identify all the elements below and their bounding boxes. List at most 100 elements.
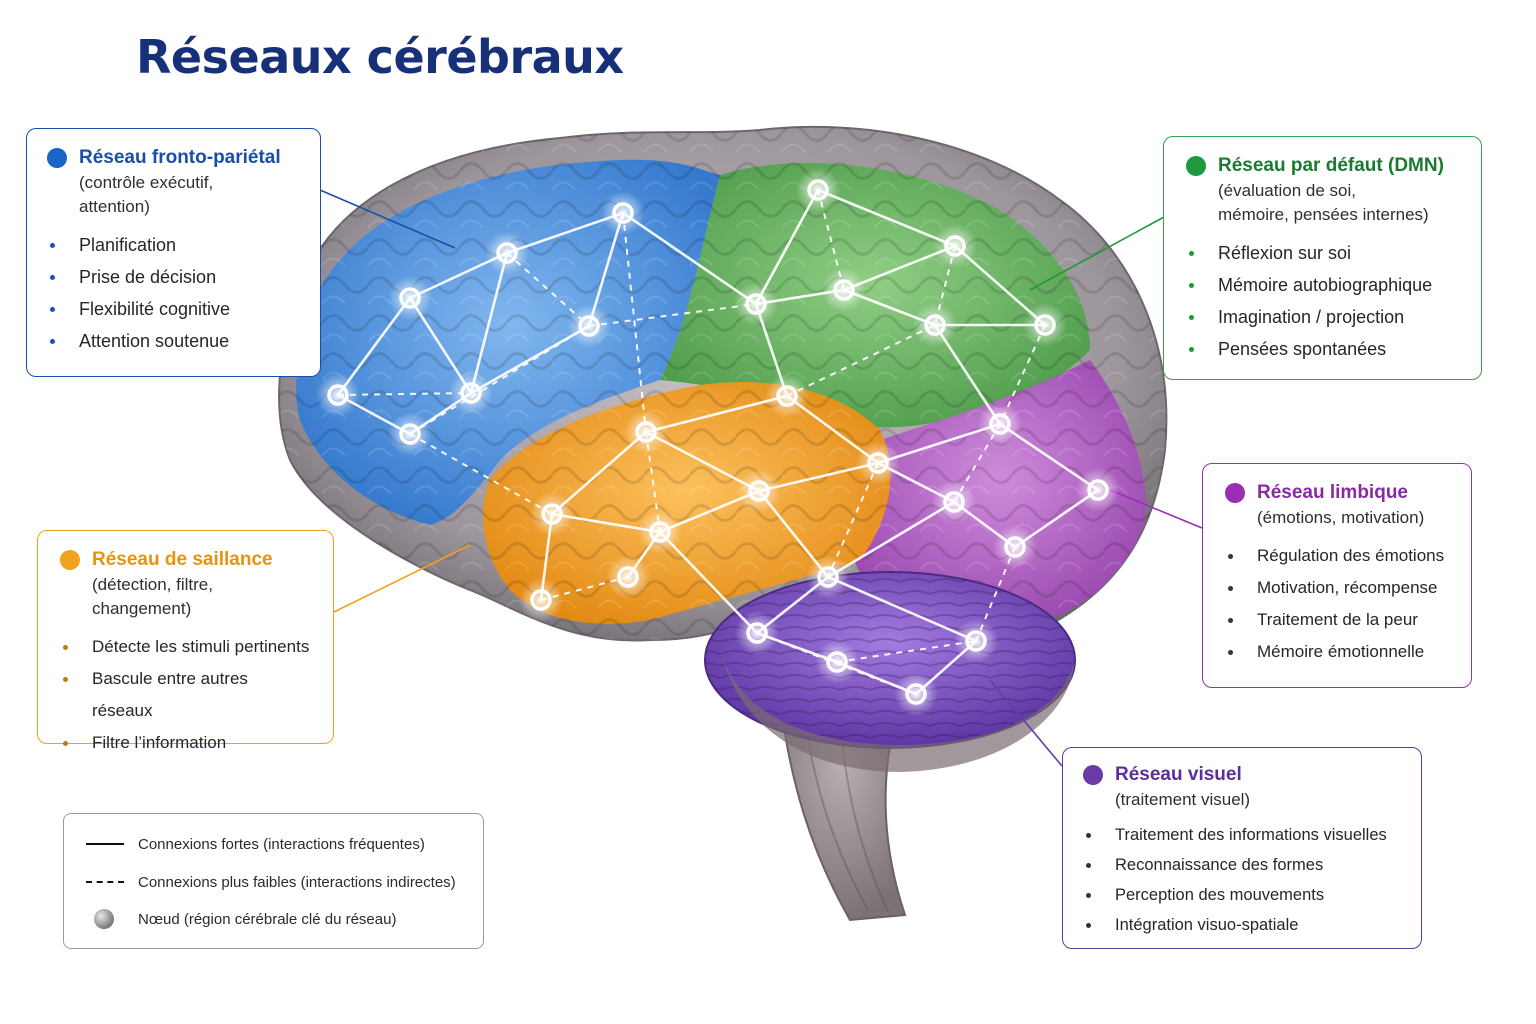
list-item: Pensées spontanées — [1186, 333, 1459, 365]
network-box-visuel: Réseau visuel (traitement visuel) Traite… — [1062, 747, 1422, 949]
network-name: Réseau visuel — [1115, 764, 1242, 785]
network-node — [867, 452, 889, 474]
node-glow — [765, 374, 809, 418]
node-glow — [388, 412, 432, 456]
node-glow — [993, 525, 1037, 569]
list-item: Traitement de la peur — [1225, 604, 1449, 636]
legend: Connexions fortes (interactions fréquent… — [63, 813, 484, 949]
network-node — [1004, 536, 1026, 558]
network-node — [748, 480, 770, 502]
legend-strong: Connexions fortes (interactions fréquent… — [86, 832, 425, 856]
list-item: Reconnaissance des formes — [1083, 850, 1401, 880]
node-glow — [1076, 468, 1120, 512]
node-glow — [954, 619, 998, 663]
node-glow — [796, 168, 840, 212]
list-item: Perception des mouvements — [1083, 880, 1401, 910]
node-glow — [567, 304, 611, 348]
node-icon — [94, 909, 114, 929]
list-item: Motivation, récompense — [1225, 572, 1449, 604]
network-node — [578, 315, 600, 337]
list-item: Filtre l’information — [60, 727, 311, 759]
network-node — [965, 630, 987, 652]
list-item: Bascule entre autres réseaux — [60, 663, 311, 727]
network-node — [817, 566, 839, 588]
list-item: Mémoire autobiographique — [1186, 269, 1459, 301]
network-node — [530, 589, 552, 611]
node-glow — [737, 469, 781, 513]
network-box-limbique: Réseau limbique (émotions, motivation) R… — [1202, 463, 1472, 688]
network-box-dmn: Réseau par défaut (DMN) (évaluation de s… — [1163, 136, 1482, 380]
node-glow — [624, 410, 668, 454]
network-node — [905, 683, 927, 705]
node-glow — [822, 268, 866, 312]
network-node — [399, 287, 421, 309]
node-glow — [978, 402, 1022, 446]
list-item: Détecte les stimuli pertinents — [60, 631, 311, 663]
list-item: Mémoire émotionnelle — [1225, 636, 1449, 668]
node-glow — [913, 303, 957, 347]
network-node — [943, 491, 965, 513]
page-title: Réseaux cérébraux — [136, 30, 624, 84]
network-node — [496, 242, 518, 264]
network-node — [399, 423, 421, 445]
node-glow — [530, 492, 574, 536]
node-glow — [806, 555, 850, 599]
network-name: Réseau limbique — [1257, 482, 1408, 503]
node-glow — [815, 640, 859, 684]
network-box-saillance: Réseau de saillance (détection, filtre, … — [37, 530, 334, 752]
list-item: Flexibilité cognitive — [47, 293, 300, 325]
network-node — [833, 279, 855, 301]
node-glow — [734, 282, 778, 326]
node-glow — [449, 371, 493, 415]
node-glow — [894, 672, 938, 716]
list-item: Intégration visuo-spatiale — [1083, 910, 1401, 940]
network-node — [1034, 314, 1056, 336]
visuel-dot-icon — [1083, 765, 1103, 785]
node-glow — [388, 276, 432, 320]
network-node — [649, 521, 671, 543]
network-node — [1087, 479, 1109, 501]
network-node — [460, 382, 482, 404]
network-node — [746, 622, 768, 644]
network-node — [745, 293, 767, 315]
dmn-dot-icon — [1186, 156, 1206, 176]
node-glow — [933, 224, 977, 268]
node-glow — [485, 231, 529, 275]
limbique-dot-icon — [1225, 483, 1245, 503]
list-item: Régulation des émotions — [1225, 540, 1449, 572]
network-node — [944, 235, 966, 257]
network-node — [989, 413, 1011, 435]
network-name: Réseau par défaut (DMN) — [1218, 155, 1444, 176]
list-item: Prise de décision — [47, 261, 300, 293]
list-item: Traitement des informations visuelles — [1083, 820, 1401, 850]
node-glow — [638, 510, 682, 554]
node-glow — [1023, 303, 1067, 347]
network-box-fronto-parietal: Réseau fronto-pariétal (contrôle exécuti… — [26, 128, 321, 377]
node-glow — [932, 480, 976, 524]
node-glow — [856, 441, 900, 485]
network-name: Réseau de saillance — [92, 549, 273, 570]
node-glow — [606, 555, 650, 599]
node-glow — [735, 611, 779, 655]
legend-node: Nœud (région cérébrale clé du réseau) — [86, 907, 396, 931]
network-node — [635, 421, 657, 443]
network-node — [924, 314, 946, 336]
network-node — [807, 179, 829, 201]
list-item: Attention soutenue — [47, 325, 300, 357]
dashed-line-icon — [86, 881, 124, 883]
network-node — [541, 503, 563, 525]
solid-line-icon — [86, 843, 124, 845]
network-name: Réseau fronto-pariétal — [79, 147, 281, 168]
network-node — [617, 566, 639, 588]
network-node — [327, 384, 349, 406]
network-node — [612, 202, 634, 224]
saillance-dot-icon — [60, 550, 80, 570]
node-glow — [316, 373, 360, 417]
fronto-dot-icon — [47, 148, 67, 168]
list-item: Réflexion sur soi — [1186, 237, 1459, 269]
network-node — [826, 651, 848, 673]
node-glow — [519, 578, 563, 622]
list-item: Planification — [47, 229, 300, 261]
network-node — [776, 385, 798, 407]
